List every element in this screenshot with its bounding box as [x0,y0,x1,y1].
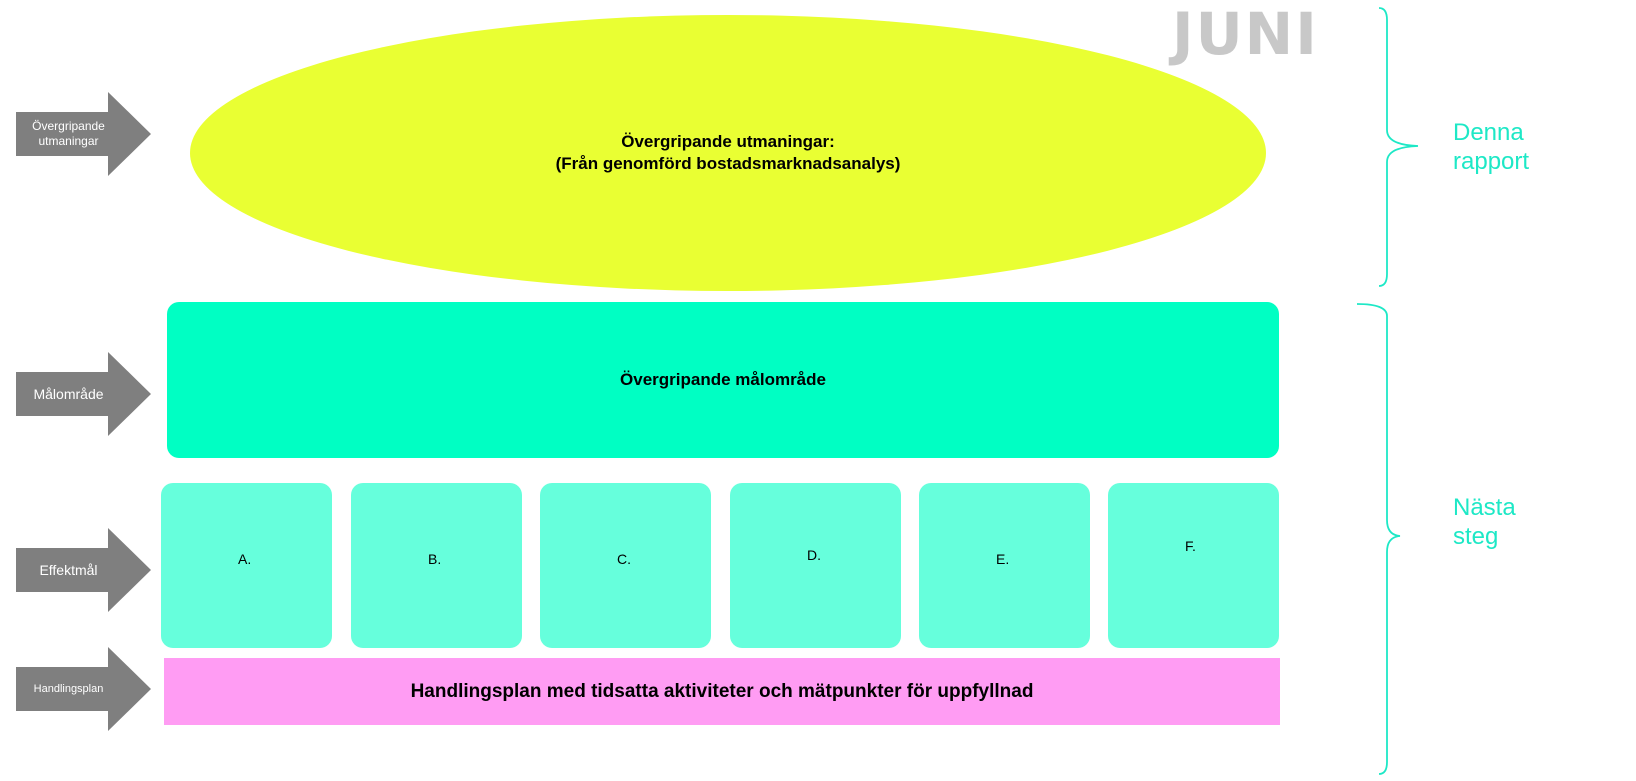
effect-goal-label: E. [996,551,1010,567]
effect-goal-box: B. [351,483,522,648]
arrow-challenges: Övergripande utmaningar [16,92,151,176]
arrow-effect-goals: Effektmål [16,528,151,612]
arrow-label-goal-area: Målområde [33,385,104,402]
effect-goal-box: A. [161,483,332,648]
effect-goal-box: F. [1108,483,1279,648]
effect-goal-label: A. [238,551,252,567]
goal-area-box: Övergripande målområde [167,302,1279,458]
challenges-ellipse: Övergripande utmaningar: (Från genomförd… [190,15,1266,291]
arrow-goal-area: Målområde [16,352,151,436]
effect-goal-label: B. [428,551,442,567]
curly-brace-icon [1378,7,1419,287]
brace-label-this-report: Denna rapport [1453,119,1530,175]
effect-goal-box: D. [730,483,901,648]
arrow-shape-icon [16,352,151,436]
challenges-title: Övergripande utmaningar: [621,132,835,151]
arrow-label-effect-goals: Effektmål [39,561,98,578]
goal-area-label: Övergripande målområde [620,370,826,389]
arrow-action-plan: Handlingsplan [16,647,151,731]
arrow-label-challenges: Övergripande utmaningar [32,119,105,148]
brace-this-report [1378,6,1428,288]
juni-logo: JUNI [1172,0,1347,68]
logo-text: JUNI [1172,0,1319,68]
effect-goal-box: E. [919,483,1090,648]
effect-goal-label: C. [617,551,631,567]
effect-goal-label: F. [1185,538,1196,554]
action-plan-bar: Handlingsplan med tidsatta aktiviteter o… [164,658,1280,725]
brace-label-next-step: Nästa steg [1453,494,1516,550]
arrow-shape-icon [16,92,151,176]
arrow-shape-icon [16,528,151,612]
brace-next-step [1356,302,1406,776]
arrow-shape-icon [16,647,151,731]
action-plan-label: Handlingsplan med tidsatta aktiviteter o… [410,680,1034,702]
curly-brace-icon [1356,303,1401,775]
effect-goal-box: C. [540,483,711,648]
arrow-label-action-plan: Handlingsplan [33,682,104,695]
challenges-subtitle: (Från genomförd bostadsmarknadsanalys) [555,154,901,173]
effect-goal-label: D. [807,547,821,563]
